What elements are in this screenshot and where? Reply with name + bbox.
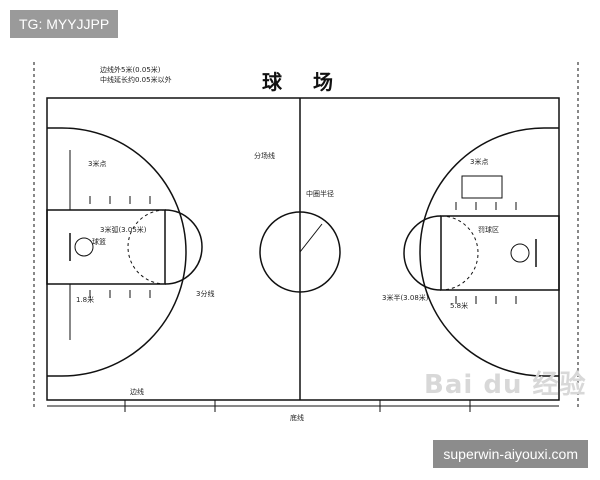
left-free-throw-arc-dashed [127, 209, 166, 285]
annotation-text: 分场线 [254, 151, 275, 160]
left-basket [74, 237, 94, 257]
annotation-text: 罚球区 [478, 225, 499, 234]
court-title: 球 场 [262, 70, 345, 94]
annotation-text: 边线外5米(0.05米) [100, 65, 161, 74]
annotation-text: 3米点 [88, 159, 106, 168]
left-lane-marks-bottom [89, 290, 151, 298]
annotation-text: 1.8米 [76, 295, 94, 304]
annotation-text: 中圈半径 [306, 189, 334, 198]
left-key [46, 209, 166, 285]
right-key [440, 215, 560, 291]
annotation-text: 3米半(3.08米) [382, 293, 429, 302]
annotation-text: 底线 [290, 413, 304, 422]
right-basket [510, 243, 530, 263]
annotation-text: 中线延长约0.05米以外 [100, 75, 172, 84]
annotation-text: 3分线 [196, 289, 214, 298]
center-circle-radius [299, 223, 323, 253]
left-three-point-line [47, 127, 187, 377]
watermark: Bai du 经验 [424, 370, 587, 400]
annotation-text: 5.8米 [450, 301, 468, 310]
right-free-throw-arc [403, 215, 442, 291]
site-badge[interactable]: superwin-aiyouxi.com [433, 440, 588, 468]
annotation-text: 3米点 [470, 157, 488, 166]
left-free-throw-arc [164, 209, 203, 285]
annotation-text: 3米弧(3.05米) [100, 225, 147, 234]
center-circle [259, 211, 341, 293]
right-lane-marks-bottom [455, 296, 517, 304]
right-lane-marks-top [455, 202, 517, 210]
bottom-dimension-ticks [124, 400, 471, 412]
annotation-text: 球篮 [92, 237, 106, 246]
right-free-throw-arc-dashed [440, 215, 479, 291]
annotation-text: 边线 [130, 387, 144, 396]
court-boundary [46, 97, 560, 401]
right-small-box [461, 175, 503, 199]
tag-badge: TG: MYYJJPP [10, 10, 119, 38]
right-three-point-line [419, 127, 559, 377]
left-lane-marks-top [89, 196, 151, 204]
